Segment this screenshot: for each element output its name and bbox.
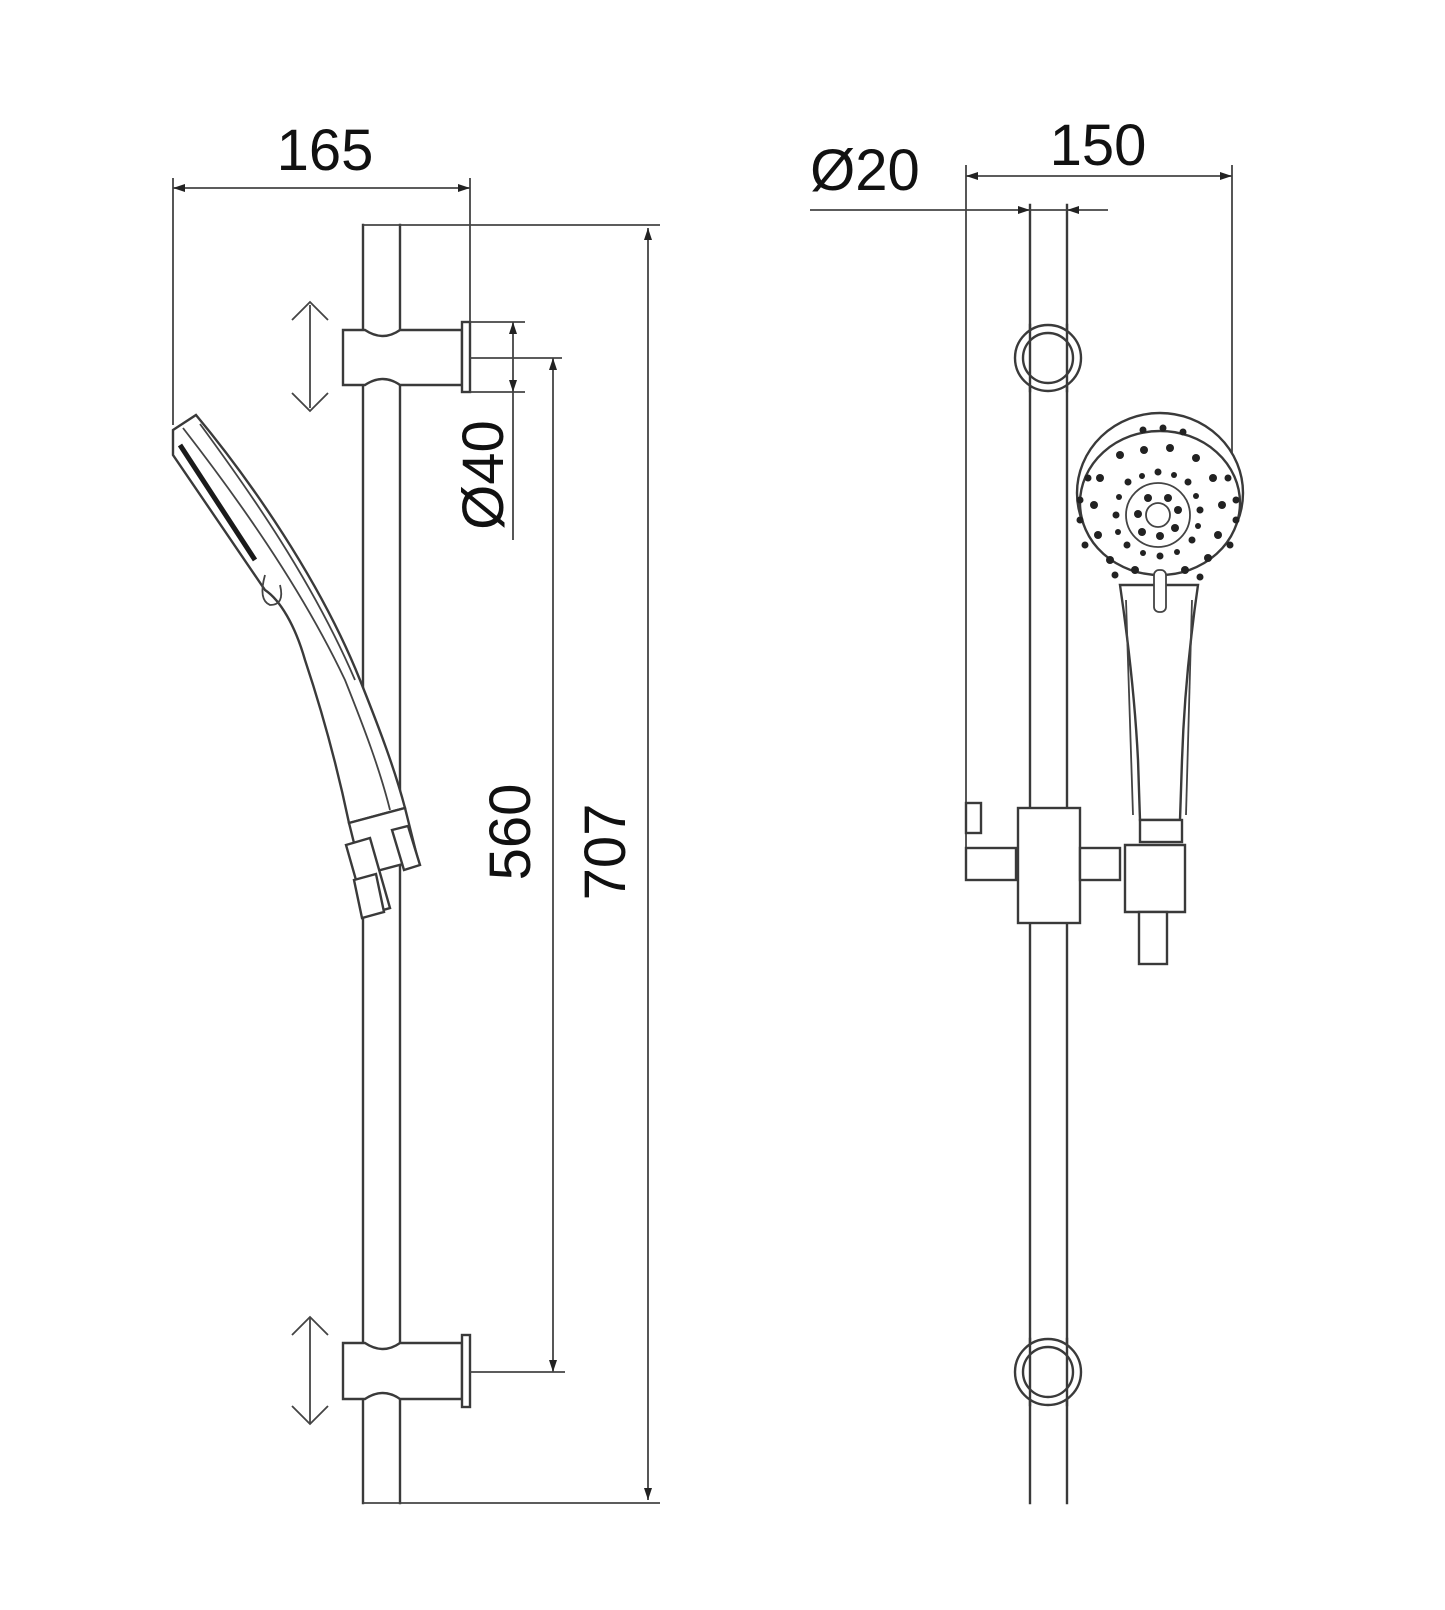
dim-d20: [810, 206, 1108, 214]
dim-165-label: 165: [277, 118, 374, 183]
dim-165: [172, 178, 471, 425]
dim-707-label: 707: [573, 804, 638, 901]
front-hand-shower: [1075, 411, 1245, 966]
dim-d40-label: Ø40: [451, 420, 516, 530]
side-view: 707 165 Ø40 5: [171, 118, 660, 1505]
front-slider-holder: [964, 801, 1122, 925]
side-bottom-bracket: [341, 1333, 565, 1409]
front-bottom-mount: [1013, 1337, 1083, 1407]
side-top-bracket: [341, 320, 562, 394]
front-top-mount: [1013, 323, 1083, 393]
dim-150: [965, 165, 1233, 860]
dim-d20-label: Ø20: [810, 138, 920, 203]
adjustable-arrow-icon: [291, 1315, 329, 1426]
side-hand-shower: [171, 413, 422, 920]
adjustable-arrow-icon: [291, 300, 329, 413]
front-view: Ø20 150: [810, 113, 1245, 1505]
spray-nozzles: [1076, 424, 1240, 581]
dim-707-extensions: [363, 224, 660, 1504]
dim-150-label: 150: [1050, 113, 1147, 178]
dim-560: [549, 358, 557, 1372]
dim-d40: [509, 322, 517, 540]
dim-560-label: 560: [478, 784, 543, 881]
dim-707-line: [644, 228, 652, 1500]
